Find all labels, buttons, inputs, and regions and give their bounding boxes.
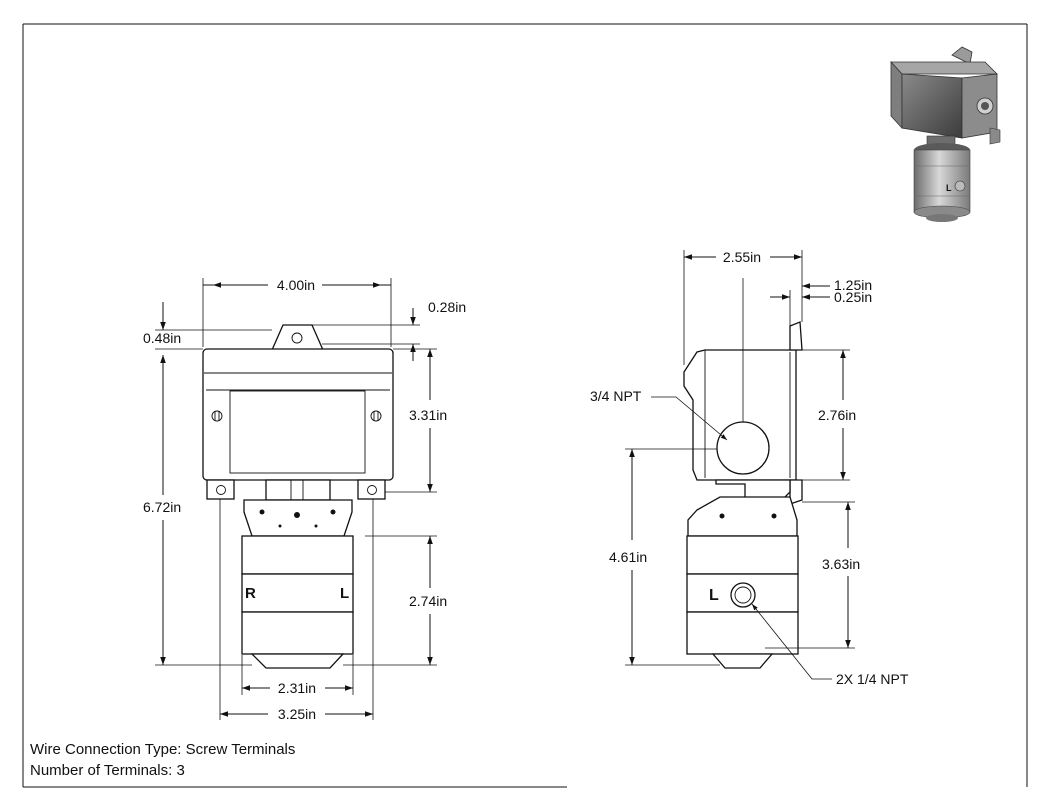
side-tab <box>789 321 803 351</box>
notes: Wire Connection Type: Screw Terminals Nu… <box>30 741 295 779</box>
dim-total-height: 6.72in <box>143 499 181 515</box>
dim-side-enclosure: 2.76in <box>818 407 856 423</box>
dim-depth: 2.55in <box>723 249 761 265</box>
flange-right <box>357 479 386 500</box>
dim-tab-height: 0.28in <box>428 299 466 315</box>
sensor-body-mid <box>241 573 354 613</box>
dim-offset-a: 1.25in <box>834 277 872 293</box>
sensor-bottom <box>250 653 345 669</box>
side-sensor-cap <box>687 496 798 537</box>
dim-width-overall: 4.00in <box>277 277 315 293</box>
front-view: R L 4.00in 0.28in 0.48in 6.72in 3.31in <box>143 277 466 722</box>
side-lower-tab <box>789 479 803 505</box>
sensor-body-lower <box>241 611 354 655</box>
side-sensor-bottom <box>711 653 774 669</box>
side-view: L 2.55in 1.25in 0.25in 3/4 NPT 2.76in 4.… <box>590 249 909 687</box>
enclosure-cover <box>229 390 366 474</box>
note-terminal-count: Number of Terminals: 3 <box>30 762 185 779</box>
note-wire-connection: Wire Connection Type: Screw Terminals <box>30 741 295 758</box>
sensor-cap <box>243 499 353 537</box>
iso-label-l: L <box>946 183 952 193</box>
sensor-body-upper <box>241 535 354 575</box>
side-sensor-lower <box>686 611 799 655</box>
dim-tab-offset: 0.48in <box>143 330 181 346</box>
dim-flange-width: 3.25in <box>278 706 316 722</box>
tab-hole <box>291 332 303 344</box>
pressure-port <box>730 582 756 608</box>
dim-port-height: 4.61in <box>609 549 647 565</box>
dim-enclosure-height: 3.31in <box>409 407 447 423</box>
flange-left <box>206 479 235 500</box>
dim-offset-b: 0.25in <box>834 289 872 305</box>
mounting-tab <box>271 324 324 351</box>
dim-sensor-width: 2.31in <box>278 680 316 696</box>
neck <box>265 479 331 501</box>
label-l: L <box>340 585 349 602</box>
label-r: R <box>245 585 256 602</box>
dim-lower-height: 3.63in <box>822 556 860 572</box>
screw-left <box>211 410 223 422</box>
sheet-border <box>22 23 1028 788</box>
callout-conduit: 3/4 NPT <box>590 388 642 404</box>
side-label-l: L <box>709 587 719 604</box>
callout-port: 2X 1/4 NPT <box>836 671 909 687</box>
dim-sensor-height: 2.74in <box>409 593 447 609</box>
conduit-port <box>716 421 770 475</box>
enclosure <box>202 348 394 481</box>
side-sensor-upper <box>686 535 799 575</box>
screw-right <box>370 410 382 422</box>
iso-view: L <box>890 46 1001 222</box>
